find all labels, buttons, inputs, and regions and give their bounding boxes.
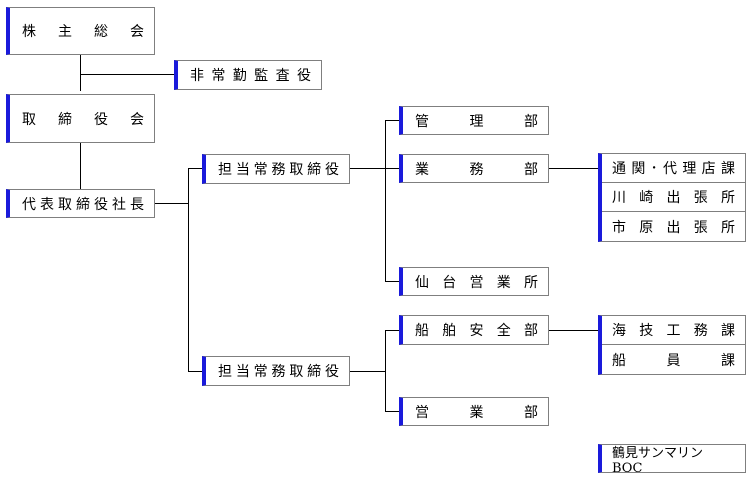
list-item: 船員課 xyxy=(602,345,745,374)
node-ship-safety-dept: 船舶安全部 xyxy=(399,315,549,345)
connector xyxy=(385,120,386,282)
node-board: 取締役会 xyxy=(6,94,155,143)
node-label: 船舶安全部 xyxy=(415,323,538,339)
connector xyxy=(385,168,399,169)
node-label: 海技工務課 xyxy=(612,323,735,339)
node-label: 管理部 xyxy=(415,113,538,130)
node-label: 担当常務取締役 xyxy=(218,162,339,178)
node-auditor: 非常勤監査役 xyxy=(174,60,322,90)
node-director-b: 担当常務取締役 xyxy=(202,356,350,386)
node-director-a: 担当常務取締役 xyxy=(202,154,350,184)
connector xyxy=(385,330,399,331)
node-label: 担当常務取締役 xyxy=(218,364,339,380)
list-item: 海技工務課 xyxy=(602,316,745,345)
connector xyxy=(549,168,598,169)
node-sendai-office: 仙台営業所 xyxy=(399,267,549,296)
node-boc: 鶴見サンマリン BOC xyxy=(598,444,746,476)
connector xyxy=(549,330,598,331)
node-label: 非常勤監査役 xyxy=(190,68,311,84)
connector xyxy=(188,168,202,169)
connector xyxy=(385,281,399,282)
connector xyxy=(80,55,81,91)
connector xyxy=(188,371,202,372)
list-item: 川崎出張所 xyxy=(602,183,745,212)
list-item: 市原出張所 xyxy=(602,212,745,241)
node-label: 取締役会 xyxy=(22,111,144,128)
node-president: 代表取締役社長 xyxy=(6,189,155,218)
node-business-dept: 業務部 xyxy=(399,154,549,183)
connector xyxy=(80,74,174,75)
node-label: 鶴見サンマリン BOC xyxy=(612,445,704,476)
node-label: 川崎出張所 xyxy=(612,190,735,206)
node-label: 株主総会 xyxy=(22,24,144,40)
connector xyxy=(350,371,385,372)
connector xyxy=(385,411,399,412)
node-label: 仙台営業所 xyxy=(415,274,538,291)
safety-subunits: 海技工務課 船員課 xyxy=(598,315,746,375)
node-label: 代表取締役社長 xyxy=(22,196,144,213)
node-label: 通関･代理店課 xyxy=(612,161,735,177)
node-admin-dept: 管理部 xyxy=(399,106,549,135)
node-label: 船員課 xyxy=(612,352,735,369)
connector xyxy=(350,168,385,169)
business-subunits: 通関･代理店課 川崎出張所 市原出張所 xyxy=(598,153,746,242)
list-item: 通関･代理店課 xyxy=(602,154,745,183)
node-label: 市原出張所 xyxy=(612,219,735,236)
node-label: 業務部 xyxy=(415,161,538,178)
node-label: 営業部 xyxy=(415,404,538,421)
connector xyxy=(385,120,399,121)
node-shareholders: 株主総会 xyxy=(6,7,155,55)
connector xyxy=(155,203,188,204)
connector xyxy=(80,143,81,189)
node-sales-dept: 営業部 xyxy=(399,397,549,426)
connector xyxy=(385,330,386,412)
connector xyxy=(188,168,189,372)
